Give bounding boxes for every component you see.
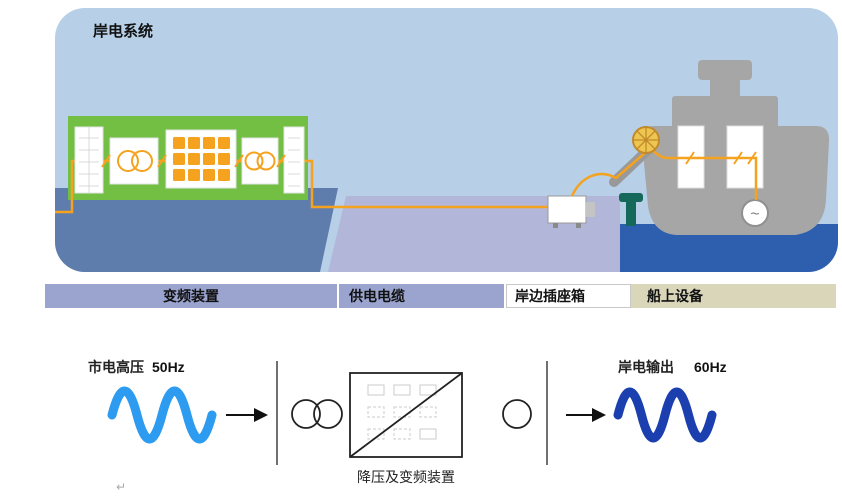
legend-power-cable: 供电电缆 xyxy=(339,284,506,308)
ship: ~ xyxy=(642,60,830,235)
transformer-symbol xyxy=(291,399,343,429)
transformer-2-icon xyxy=(241,137,279,185)
onboard-breaker-icons xyxy=(685,151,757,165)
output-machine-symbol xyxy=(502,399,532,429)
scene-title: 岸电系统 xyxy=(93,22,153,40)
cable-reel-icon xyxy=(632,126,660,154)
dock-ground xyxy=(55,188,338,272)
cabinet-right-icon xyxy=(283,126,305,194)
legend-label: 船上设备 xyxy=(647,288,703,304)
flexible-cable xyxy=(570,151,647,197)
station-equipment xyxy=(74,126,305,194)
cabinet-left-icon xyxy=(74,126,104,194)
legend-onboard-equipment: 船上设备 xyxy=(631,284,836,308)
arrow-right-icon xyxy=(566,408,606,422)
arrow-right-icon xyxy=(226,408,268,422)
converter-modules-icon xyxy=(165,129,237,189)
walkway-ground xyxy=(328,196,620,272)
shore-power-scene: ~ xyxy=(55,8,838,272)
generator-symbol: ~ xyxy=(750,206,759,223)
conversion-schematic: 市电高压 50Hz 岸电输出 60Hz xyxy=(88,359,727,494)
output-sine-wave xyxy=(613,387,717,443)
input-label: 市电高压 xyxy=(88,359,144,375)
device-label: 降压及变频装置 xyxy=(357,469,455,485)
legend-label: 变频装置 xyxy=(163,288,219,304)
return-mark: ↵ xyxy=(116,480,126,494)
legend-label: 供电电缆 xyxy=(349,288,405,304)
output-frequency: 60Hz xyxy=(694,359,727,375)
legend-bar: 变频装置 供电电缆 岸边插座箱 船上设备 xyxy=(45,284,838,308)
ship-funnel-cap xyxy=(698,60,752,80)
input-sine-wave xyxy=(107,386,217,444)
transformer-1-icon xyxy=(109,137,159,185)
input-frequency: 50Hz xyxy=(152,359,185,375)
bollard-icon xyxy=(619,193,643,226)
onboard-cable xyxy=(651,149,758,200)
legend-label: 岸边插座箱 xyxy=(515,288,585,304)
legend-frequency-converter: 变频装置 xyxy=(45,284,339,308)
shore-socket-box xyxy=(547,195,595,228)
legend-shore-socket-box: 岸边插座箱 xyxy=(506,284,631,308)
converter-box-symbol xyxy=(349,372,463,458)
breaker-switch-icons xyxy=(101,154,286,168)
output-label: 岸电输出 xyxy=(618,359,674,375)
ship-superstructure xyxy=(672,96,778,132)
